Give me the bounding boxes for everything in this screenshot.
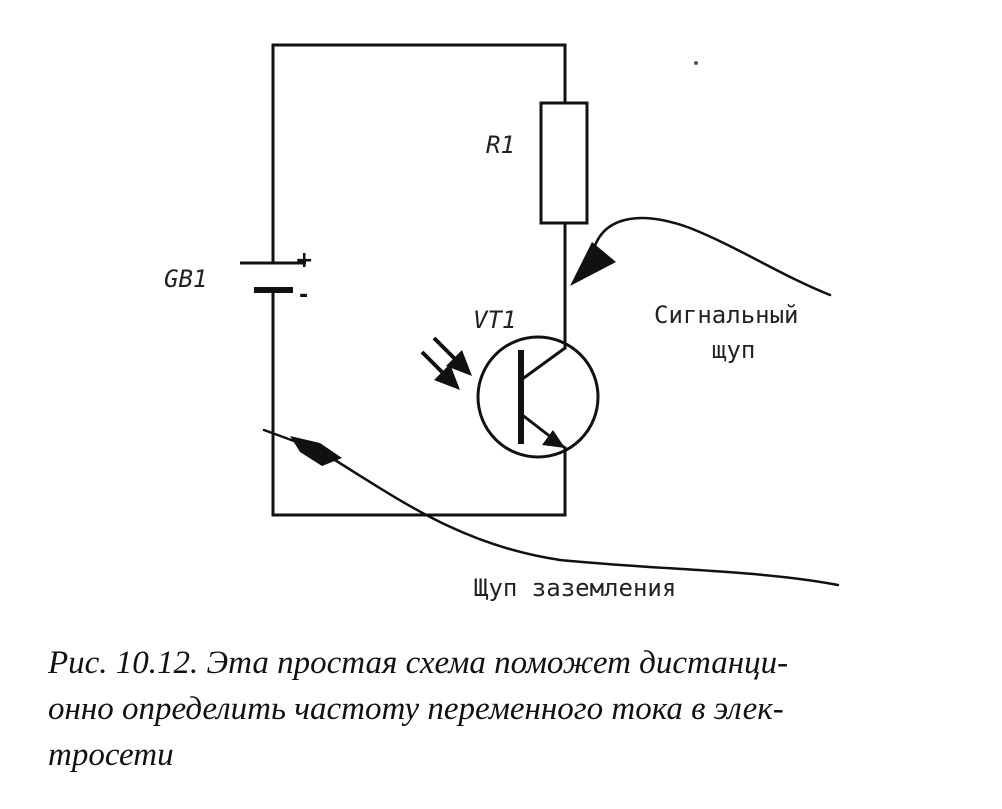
phototransistor-vt1	[476, 335, 600, 459]
transistor-label: VT1	[473, 306, 516, 334]
battery-minus-sign: -	[299, 283, 308, 308]
ground-probe-arrow-icon	[290, 436, 342, 466]
battery-plus-sign: +	[295, 248, 313, 273]
ground-probe	[262, 428, 840, 587]
battery-label: GB1	[164, 265, 207, 293]
emitter-arrow-icon	[542, 430, 565, 448]
light-arrows-icon	[420, 336, 472, 390]
scan-speck	[694, 61, 698, 65]
signal-probe-label-line2: щуп	[712, 336, 755, 364]
caption-line-2: онно определить частоту переменного тока…	[48, 691, 784, 727]
battery-gb1	[240, 261, 306, 293]
resistor-label: R1	[486, 131, 515, 159]
signal-probe	[570, 216, 832, 297]
figure-caption: Рис. 10.12. Эта простая схема поможет ди…	[48, 640, 948, 778]
circuit-wires	[271, 43, 567, 517]
signal-probe-arrow-icon	[570, 242, 616, 286]
ground-probe-label: Щуп заземления	[474, 574, 676, 602]
signal-probe-label-line1: Сигнальный	[654, 301, 799, 329]
caption-line-1: Рис. 10.12. Эта простая схема поможет ди…	[48, 645, 789, 681]
caption-line-3: тросети	[48, 737, 174, 773]
resistor-r1	[539, 101, 589, 225]
